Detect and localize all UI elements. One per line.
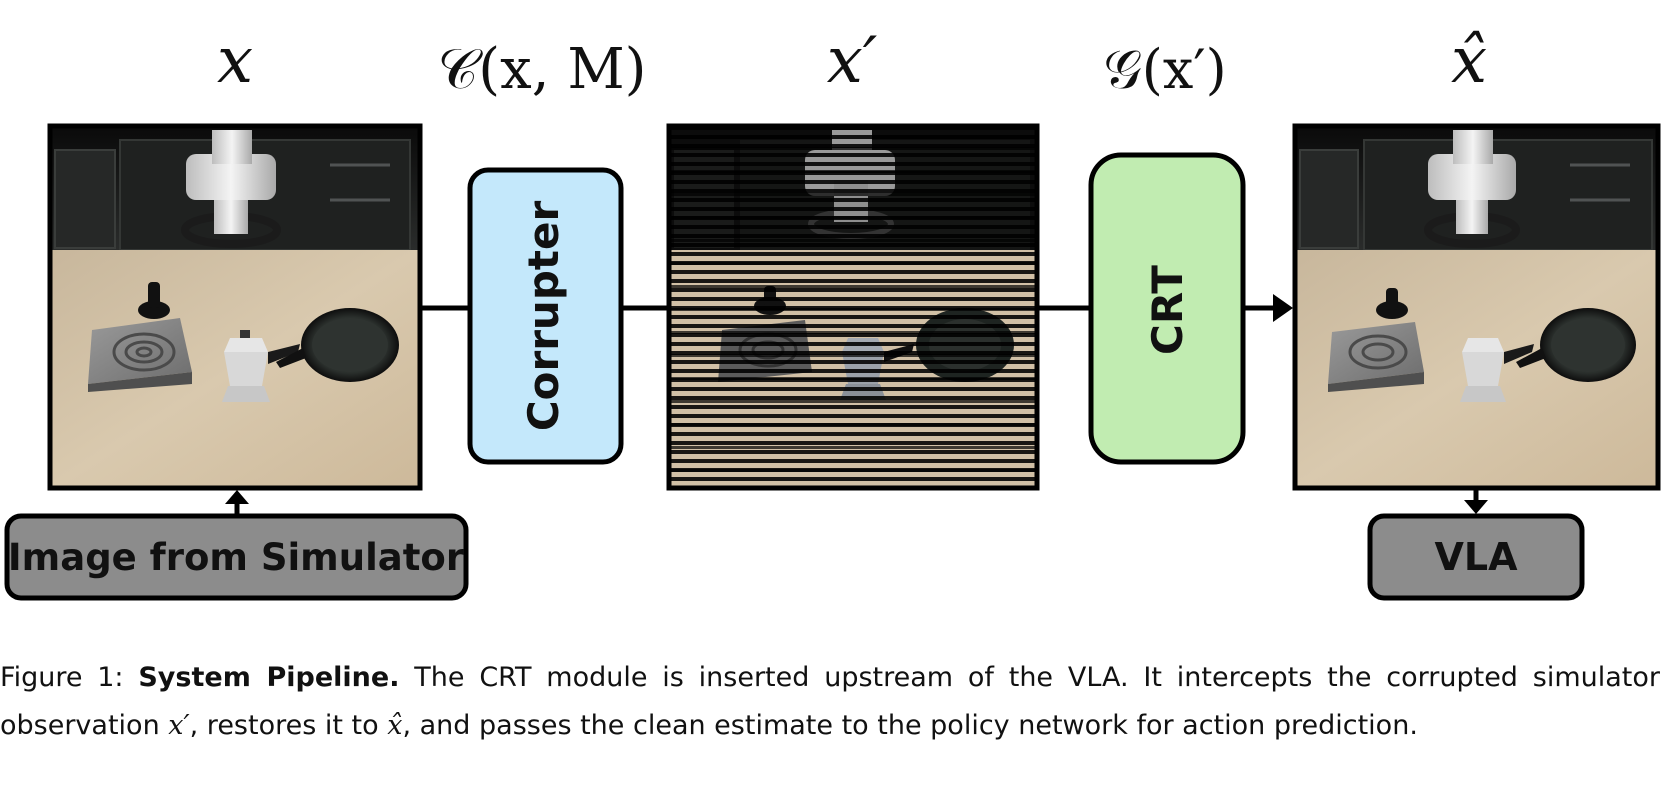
caption-text-2c: , and passes the clean estimate to the p…	[402, 710, 1418, 741]
crt-block	[1088, 152, 1246, 465]
arrow-simulator-input-head	[225, 490, 249, 504]
corrupter-math-label: 𝒞(x, M)	[437, 37, 646, 102]
caption-figure-number: Figure 1:	[0, 662, 124, 693]
corrupted-math-label: x′	[827, 24, 878, 98]
vla-label: VLA	[1434, 535, 1518, 579]
clean-scene-image	[50, 126, 420, 488]
corrupter-block	[467, 167, 624, 465]
figure-caption: Figure 1: System Pipeline. The CRT modul…	[0, 654, 1660, 750]
caption-text-2a: observation	[0, 710, 160, 741]
restored-image-frame	[1292, 123, 1661, 491]
arrow-restored-vla-head	[1464, 500, 1488, 514]
caption-text-1: The CRT module is inserted upstream of t…	[414, 662, 1660, 693]
corrupted-image-frame	[666, 123, 1040, 491]
vla-block	[1367, 513, 1585, 601]
caption-var-corrupted: x′	[168, 710, 190, 741]
caption-text-2b: , restores it to	[189, 710, 379, 741]
caption-line-2: observation x′, restores it to x̂, and p…	[0, 702, 1660, 750]
caption-var-restored: x̂	[387, 710, 403, 741]
clean-image-frame	[47, 123, 423, 491]
caption-title: System Pipeline.	[138, 662, 400, 693]
corrupter-label: Corrupter	[519, 201, 568, 432]
simulator-block	[4, 513, 469, 601]
input-math-label: x	[217, 24, 253, 98]
caption-line-1: Figure 1: System Pipeline. The CRT modul…	[0, 654, 1660, 702]
crt-math-label: 𝒢(x′)	[1103, 38, 1226, 101]
arrow-crt-restored-head	[1273, 294, 1293, 322]
restored-scene-image	[1295, 126, 1658, 488]
corrupted-scene-image	[669, 126, 1037, 488]
restored-math-label: x̂	[1451, 24, 1487, 98]
pipeline-diagram: x 𝒞(x, M) x′ 𝒢(x′) x̂	[4, 24, 1661, 601]
crt-label: CRT	[1143, 265, 1192, 355]
simulator-label: Image from Simulator	[8, 536, 465, 579]
